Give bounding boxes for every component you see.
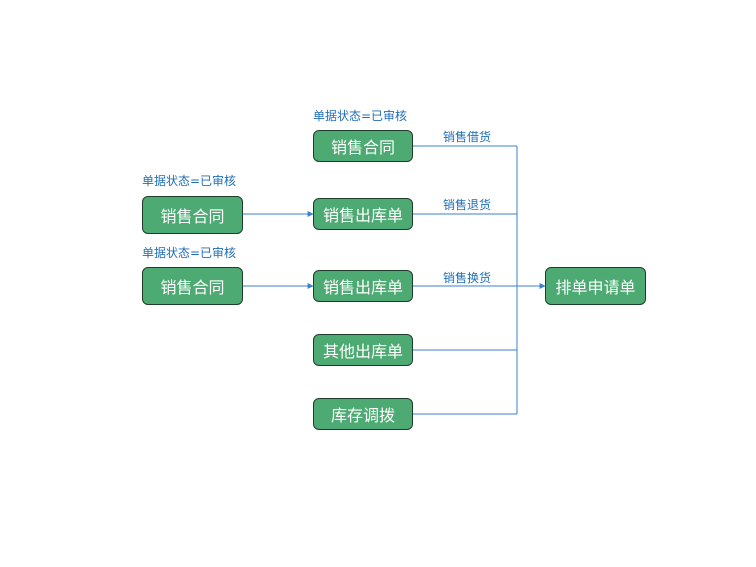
node-inventory-transfer[interactable]: 库存调拨 bbox=[313, 398, 413, 430]
edge-label-borrow: 销售借货 bbox=[443, 130, 492, 144]
edge-label-return: 销售退货 bbox=[443, 198, 492, 212]
node-other-outbound[interactable]: 其他出库单 bbox=[313, 334, 413, 366]
node-scheduling-request[interactable]: 排单申请单 bbox=[545, 267, 646, 305]
node-sales-contract-mid[interactable]: 销售合同 bbox=[142, 196, 243, 234]
node-sales-contract-low[interactable]: 销售合同 bbox=[142, 267, 243, 305]
condition-label-top: 单据状态=已审核 bbox=[313, 109, 408, 123]
node-sales-contract-top[interactable]: 销售合同 bbox=[313, 130, 413, 162]
condition-label-low: 单据状态=已审核 bbox=[142, 246, 237, 260]
edge-label-exchange: 销售换货 bbox=[443, 271, 492, 285]
node-sales-outbound-low[interactable]: 销售出库单 bbox=[313, 270, 413, 302]
node-sales-outbound-mid[interactable]: 销售出库单 bbox=[313, 198, 413, 230]
condition-label-mid: 单据状态=已审核 bbox=[142, 174, 237, 188]
